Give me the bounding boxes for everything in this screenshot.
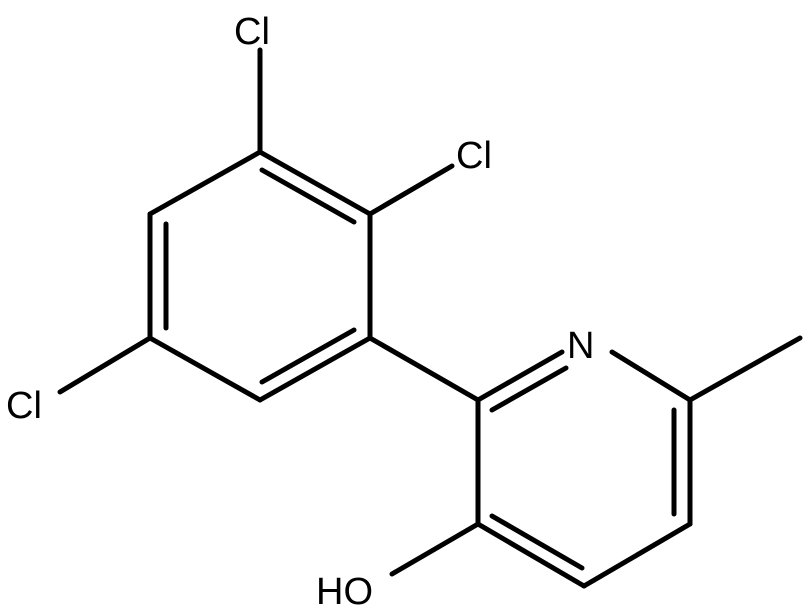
bond-hydroxyl xyxy=(389,521,481,577)
bond-c-cl-right xyxy=(367,163,455,217)
bond-c5-c4 xyxy=(581,521,693,589)
bond-c-cl-left xyxy=(57,335,153,395)
atom-ho: HO xyxy=(316,571,373,613)
atom-n: N xyxy=(567,325,594,367)
bond-methyl xyxy=(687,335,803,403)
bond-n-c6 xyxy=(609,349,693,403)
bond-c4-c3 xyxy=(475,521,587,589)
atom-cl-left: Cl xyxy=(6,385,42,427)
bond-c3-c4 xyxy=(257,335,373,403)
bond-c2-n xyxy=(475,349,565,403)
bond-c2-n-inner xyxy=(489,365,569,413)
bond-c6-c1 xyxy=(147,149,263,217)
bond-biaryl xyxy=(367,335,481,403)
bond-c4-c3-inner xyxy=(489,513,585,571)
benzene-ring xyxy=(147,149,373,403)
pyridine-ring xyxy=(475,349,693,589)
bond-c3-c4-inner xyxy=(259,327,357,385)
bond-c1-c2-inner xyxy=(259,167,357,225)
bond-c4-c5 xyxy=(147,335,263,403)
bond-c1-c2 xyxy=(257,149,373,217)
atom-cl-top: Cl xyxy=(234,11,270,53)
atom-cl-right: Cl xyxy=(456,135,492,177)
